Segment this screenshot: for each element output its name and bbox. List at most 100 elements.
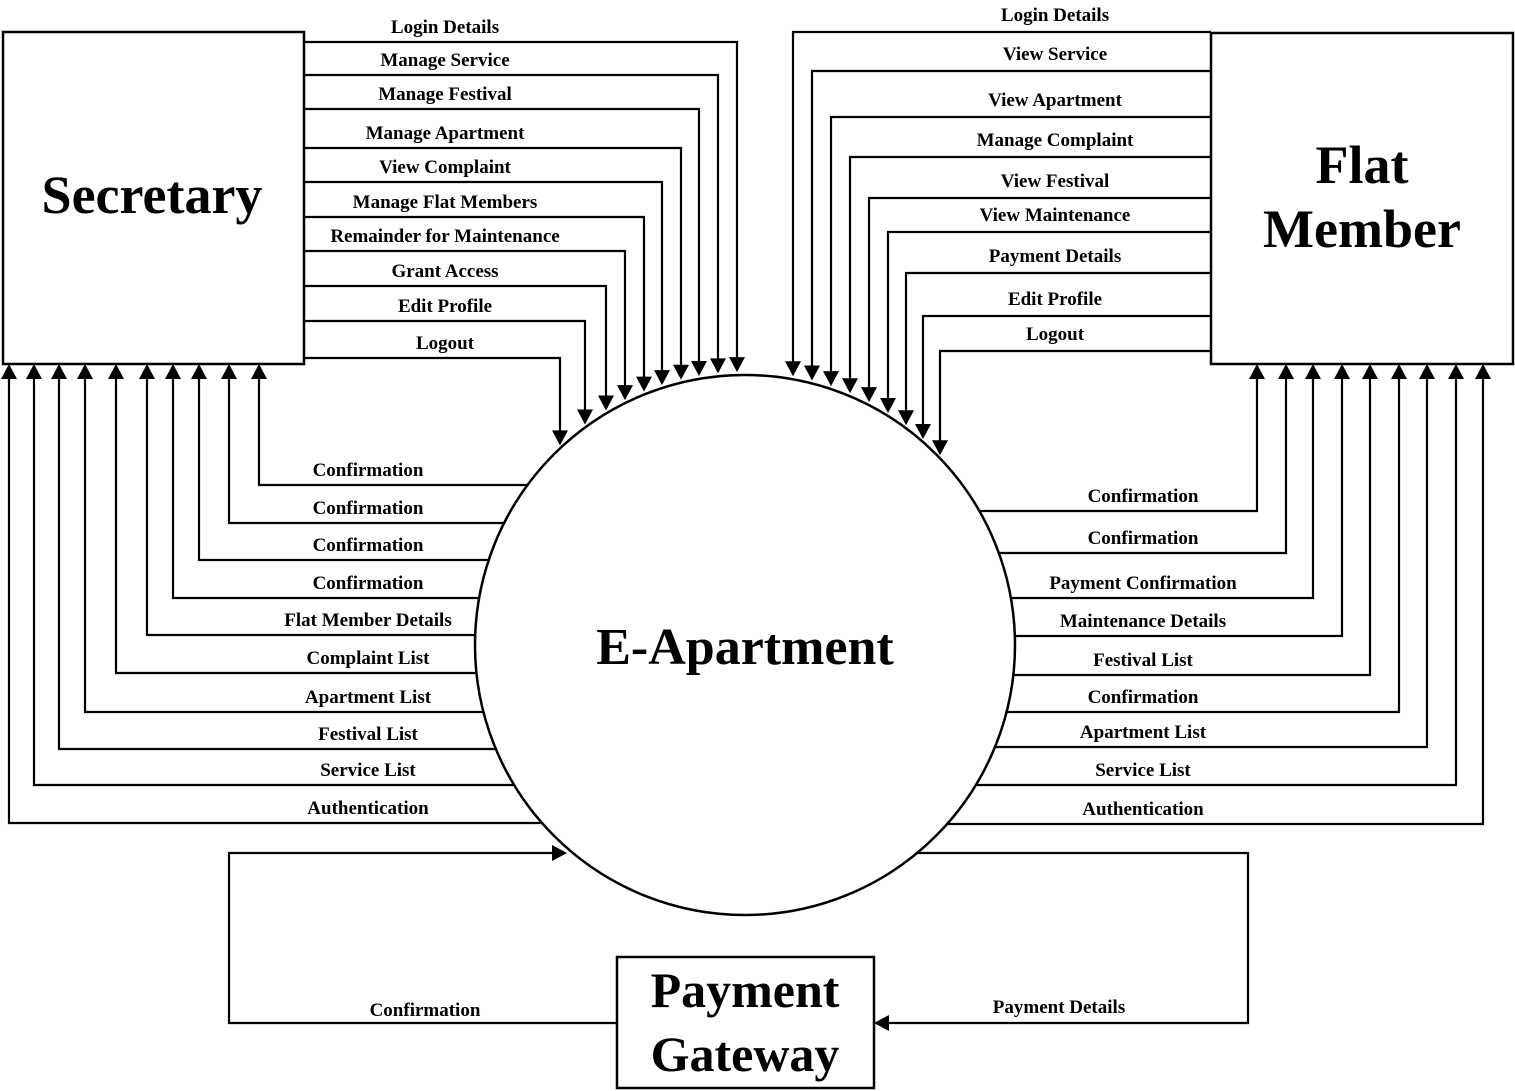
flow-lines bbox=[1, 30, 1491, 1031]
flow-line-secretary-input bbox=[304, 73, 720, 364]
arrow-head-icon bbox=[785, 361, 801, 377]
flow-line-member-output bbox=[1014, 379, 1344, 638]
flow-label-secretary-input: Edit Profile bbox=[398, 296, 492, 317]
arrow-head-icon bbox=[77, 364, 93, 379]
flow-label-secretary-input: Manage Flat Members bbox=[353, 192, 538, 213]
arrow-head-icon bbox=[1278, 364, 1294, 379]
flow-label-member-input: Payment Details bbox=[989, 246, 1121, 267]
flow-label-secretary-output: Confirmation bbox=[313, 498, 424, 519]
flat-member-entity-label-line1: Flat bbox=[1316, 135, 1409, 195]
flow-label-member-input: View Apartment bbox=[988, 90, 1123, 111]
flow-line-secretary-input bbox=[304, 249, 627, 391]
arrow-head-icon bbox=[617, 385, 633, 401]
flow-label-secretary-input: Grant Access bbox=[391, 261, 498, 282]
arrow-head-icon bbox=[654, 370, 670, 386]
flow-line-from-gateway bbox=[227, 851, 617, 1025]
arrow-head-icon bbox=[251, 364, 267, 379]
flow-label-secretary-output: Complaint List bbox=[307, 648, 431, 669]
flow-line-member-input bbox=[867, 196, 1211, 393]
flow-label-secretary-input: View Complaint bbox=[379, 157, 511, 178]
flow-line-member-input bbox=[829, 115, 1211, 377]
arrow-head-icon bbox=[598, 395, 614, 411]
arrow-head-icon bbox=[165, 364, 181, 379]
flow-label-from-gateway: Confirmation bbox=[370, 1000, 481, 1021]
flow-label-secretary-output: Festival List bbox=[318, 724, 418, 745]
arrow-head-icon bbox=[880, 397, 896, 413]
e-apartment-process-label: E-Apartment bbox=[596, 619, 894, 676]
flow-line-member-output bbox=[1006, 379, 1401, 714]
flow-label-secretary-input: Manage Festival bbox=[378, 84, 512, 105]
flow-line-member-output bbox=[1013, 379, 1372, 677]
arrow-head-icon bbox=[729, 357, 745, 373]
flow-label-secretary-input: Remainder for Maintenance bbox=[330, 226, 559, 247]
arrow-head-icon bbox=[932, 440, 948, 456]
flow-line-member-input bbox=[904, 271, 1211, 416]
flat-member-entity-box bbox=[1209, 31, 1515, 366]
flow-label-secretary-output: Service List bbox=[320, 760, 416, 781]
flow-label-secretary-output: Confirmation bbox=[313, 460, 424, 481]
flow-line-member-output bbox=[975, 379, 1458, 787]
arrow-head-icon bbox=[1334, 364, 1350, 379]
flow-line-secretary-output bbox=[7, 379, 542, 825]
flow-line-member-input bbox=[848, 155, 1211, 384]
flow-line-member-output bbox=[998, 379, 1288, 555]
flow-line-member-output bbox=[979, 379, 1259, 513]
arrow-head-icon bbox=[1419, 364, 1435, 379]
flow-label-member-input: Edit Profile bbox=[1008, 289, 1102, 310]
payment-gateway-label-line1: Payment bbox=[651, 962, 840, 1018]
arrow-head-icon bbox=[915, 423, 931, 439]
arrow-head-icon bbox=[1, 364, 17, 379]
arrow-head-icon bbox=[804, 365, 820, 381]
flat-member-entity-label-line2: Member bbox=[1263, 199, 1461, 259]
payment-gateway-entity-box bbox=[615, 955, 876, 1090]
arrow-head-icon bbox=[898, 410, 914, 426]
flow-label-member-input: Login Details bbox=[1001, 5, 1109, 26]
flow-line-member-input bbox=[921, 314, 1211, 429]
flow-label-member-output: Authentication bbox=[1082, 799, 1204, 820]
arrow-head-icon bbox=[1362, 364, 1378, 379]
flow-line-member-input bbox=[810, 69, 1211, 371]
flow-label-secretary-input: Logout bbox=[416, 333, 475, 354]
flow-line-secretary-input bbox=[304, 284, 608, 401]
arrow-head-icon bbox=[1391, 364, 1407, 379]
flow-line-member-input bbox=[791, 30, 1211, 367]
secretary-entity-label: Secretary bbox=[42, 165, 263, 225]
arrow-head-icon bbox=[552, 430, 568, 446]
flow-line-member-input bbox=[938, 349, 1211, 446]
flow-label-member-input: Logout bbox=[1026, 324, 1085, 345]
flow-line-secretary-output bbox=[57, 379, 496, 751]
flow-label-member-output: Service List bbox=[1095, 760, 1191, 781]
flow-line-member-output bbox=[994, 379, 1429, 749]
arrow-head-icon bbox=[1475, 364, 1491, 379]
arrow-head-icon bbox=[823, 371, 839, 387]
arrow-head-icon bbox=[636, 376, 652, 392]
arrow-head-icon bbox=[691, 360, 707, 376]
flow-line-member-output bbox=[947, 379, 1485, 826]
arrow-head-icon bbox=[673, 364, 689, 380]
arrow-head-icon bbox=[710, 358, 726, 374]
flow-label-secretary-output: Flat Member Details bbox=[284, 610, 451, 631]
arrow-head-icon bbox=[1249, 364, 1265, 379]
flow-label-secretary-output: Confirmation bbox=[313, 573, 424, 594]
arrow-head-icon bbox=[874, 1015, 889, 1031]
flow-line-secretary-input bbox=[304, 215, 646, 382]
flow-line-to-gateway bbox=[889, 851, 1250, 1025]
arrow-head-icon bbox=[842, 378, 858, 394]
arrow-head-icon bbox=[139, 364, 155, 379]
flow-line-secretary-output bbox=[83, 379, 484, 714]
flow-line-secretary-output bbox=[145, 379, 476, 637]
secretary-entity-box bbox=[1, 30, 306, 366]
flow-label-member-input: View Festival bbox=[1001, 171, 1110, 192]
flow-line-secretary-output bbox=[257, 379, 528, 487]
flow-line-secretary-input bbox=[304, 356, 562, 436]
flow-label-member-output: Apartment List bbox=[1080, 722, 1207, 743]
flow-label-secretary-input: Manage Service bbox=[380, 50, 509, 71]
arrow-head-icon bbox=[1305, 364, 1321, 379]
flow-label-member-output: Payment Confirmation bbox=[1049, 573, 1237, 594]
flow-line-secretary-input bbox=[304, 319, 587, 415]
flow-label-member-input: View Service bbox=[1003, 44, 1107, 65]
flow-line-member-input bbox=[886, 230, 1211, 403]
arrow-head-icon bbox=[577, 409, 593, 425]
